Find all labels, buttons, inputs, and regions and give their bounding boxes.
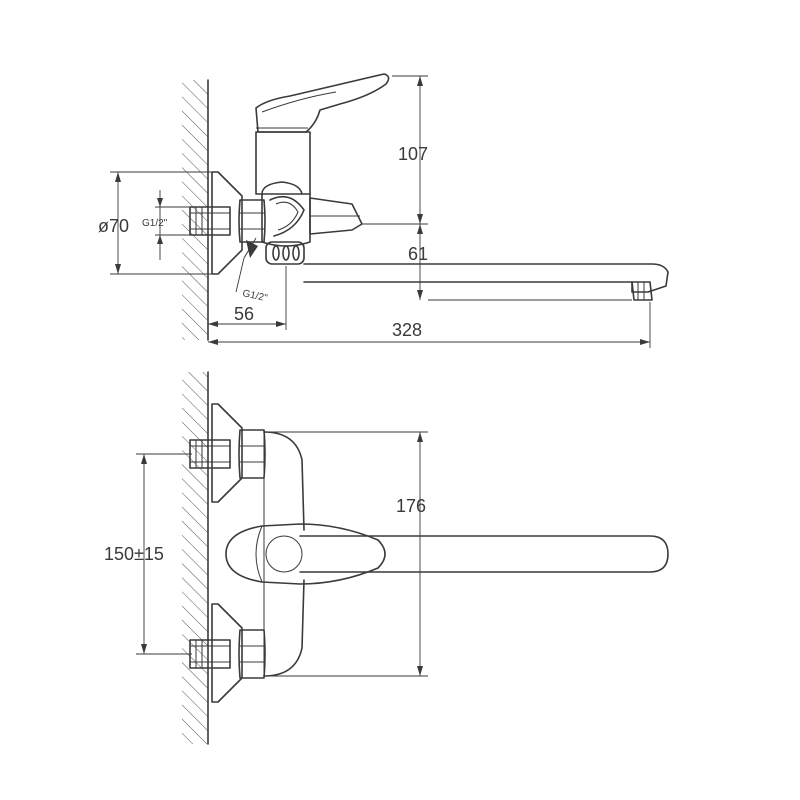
dim-107: 107 [362, 75, 428, 225]
wall-hatching-top [182, 79, 209, 341]
spout-connector [265, 241, 305, 265]
dim-label-107: 107 [398, 144, 428, 164]
side-view: 107 61 ø70 G1/2" G1/2 [98, 73, 669, 348]
dim-label-150: 150±15 [104, 544, 164, 564]
dim-61: 61 [408, 224, 632, 301]
lever-handle [255, 73, 390, 133]
dim-label-phi70: ø70 [98, 216, 129, 236]
dim-label-56: 56 [234, 304, 254, 324]
wall-hatching-bottom [182, 371, 209, 745]
dim-label-176: 176 [396, 496, 426, 516]
dim-176: 176 [266, 431, 428, 677]
dim-thread-top: G1/2" [142, 190, 192, 260]
wall-flange [211, 171, 243, 275]
spout [303, 263, 669, 301]
top-view: 176 150±15 [104, 371, 669, 745]
dim-phi70: ø70 [98, 171, 214, 275]
thread-leader [235, 237, 258, 293]
dim-label-61: 61 [408, 244, 428, 264]
dim-label-thread-bottom: G1/2" [241, 288, 268, 304]
dim-56: 56 [208, 266, 287, 330]
dim-label-thread-top: G1/2" [142, 218, 168, 229]
mixer-body-top [263, 431, 305, 677]
inlet-pipe [189, 206, 231, 236]
connection-nut [238, 199, 266, 243]
dim-150: 150±15 [104, 453, 192, 655]
dim-328: 328 [208, 302, 651, 348]
mixer-body [255, 131, 363, 247]
lever-handle-top [225, 523, 386, 585]
dim-label-328: 328 [392, 320, 422, 340]
spout-top [299, 535, 669, 573]
